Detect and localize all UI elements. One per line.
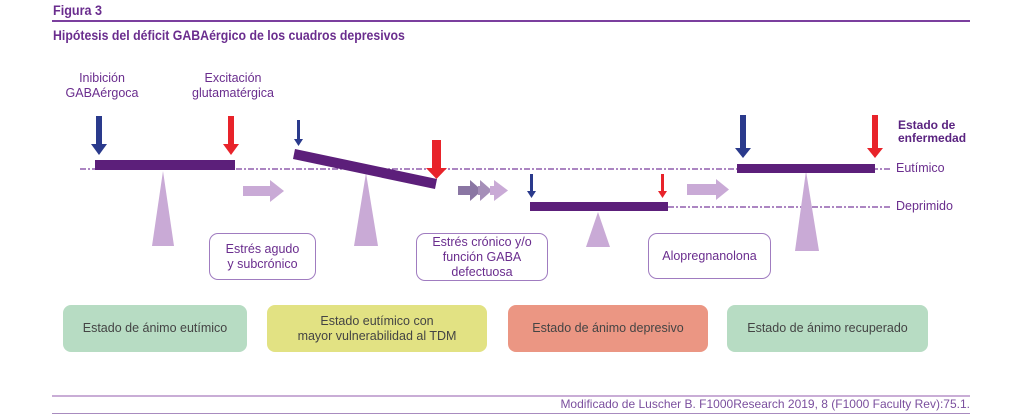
transition-box-chronic-stress: Estrés crónico y/o función GABA defectuo… bbox=[416, 233, 548, 281]
gaba-arrow-2 bbox=[294, 120, 303, 146]
glutamate-arrow-4 bbox=[867, 115, 883, 158]
transition-box-line: defectuosa bbox=[451, 264, 513, 279]
mood-box-recovered: Estado de ánimo recuperado bbox=[727, 305, 928, 352]
seesaw-beam-2 bbox=[293, 149, 437, 189]
seesaw-beam-1 bbox=[95, 160, 235, 170]
disease-state-heading-line: enfermedad bbox=[898, 131, 967, 145]
mood-box-euthymic: Estado de ánimo eutímico bbox=[63, 305, 247, 352]
transition-box-line: Alopregnanolona bbox=[662, 248, 757, 263]
mood-box-line: Estado de ánimo depresivo bbox=[532, 321, 684, 335]
transition-box-line: Estrés crónico y/o bbox=[432, 234, 532, 249]
mood-box-line: Estado de ánimo recuperado bbox=[747, 321, 908, 335]
transition-box-acute-stress: Estrés agudo y subcrónico bbox=[209, 233, 316, 280]
seesaw-beam-4 bbox=[737, 164, 875, 173]
mood-box-depressive: Estado de ánimo depresivo bbox=[508, 305, 708, 352]
mood-box-line: Estado eutímico con bbox=[320, 313, 434, 328]
inhibition-label-line: Inibición bbox=[79, 71, 125, 85]
figure-title: Hipótesis del déficit GABAérgico de los … bbox=[53, 27, 405, 43]
figure-label: Figura 3 bbox=[53, 2, 103, 18]
top-divider bbox=[52, 20, 970, 22]
inhibition-label-line: GABAérgoca bbox=[65, 86, 139, 100]
seesaw-beam-3 bbox=[530, 202, 668, 211]
excitation-label: Excitación glutamatérgica bbox=[178, 71, 288, 101]
excitation-label-line: glutamatérgica bbox=[192, 86, 274, 100]
glutamate-arrow-3 bbox=[658, 174, 667, 198]
mood-box-line: Estado de ánimo eutímico bbox=[82, 321, 228, 335]
fulcrum-1 bbox=[152, 171, 174, 246]
gaba-arrow-3 bbox=[527, 174, 536, 198]
fulcrum-2 bbox=[354, 173, 378, 246]
glutamate-arrow-2 bbox=[426, 140, 447, 179]
state-depressed-label: Deprimido bbox=[896, 199, 953, 213]
glutamate-arrow-1 bbox=[223, 116, 239, 155]
mood-box-line: mayor vulnerabilidad al TDM bbox=[297, 328, 457, 343]
transition-arrow-2 bbox=[458, 180, 508, 201]
transition-arrow-3 bbox=[687, 179, 729, 200]
fulcrum-4 bbox=[795, 171, 819, 251]
transition-arrow-1 bbox=[243, 180, 284, 202]
disease-state-heading-line: Estado de bbox=[898, 118, 956, 132]
inhibition-label: Inibición GABAérgoca bbox=[62, 71, 142, 101]
mood-box-vulnerable: Estado eutímico con mayor vulnerabilidad… bbox=[267, 305, 487, 352]
bottom-divider bbox=[52, 395, 970, 397]
disease-state-heading: Estado de enfermedad bbox=[898, 119, 966, 145]
gaba-arrow-4 bbox=[735, 115, 751, 158]
gaba-arrow-1 bbox=[91, 116, 107, 155]
transition-box-allopregnanolone: Alopregnanolona bbox=[648, 233, 771, 279]
transition-box-line: y subcrónico bbox=[227, 256, 298, 271]
transition-box-line: función GABA bbox=[442, 249, 522, 264]
excitation-label-line: Excitación bbox=[204, 71, 262, 85]
fulcrum-3 bbox=[586, 212, 610, 247]
transition-box-line: Estrés agudo bbox=[225, 241, 300, 256]
state-euthymic-label: Eutímico bbox=[896, 161, 945, 175]
figure-source: Modificado de Luscher B. F1000Research 2… bbox=[560, 397, 970, 411]
